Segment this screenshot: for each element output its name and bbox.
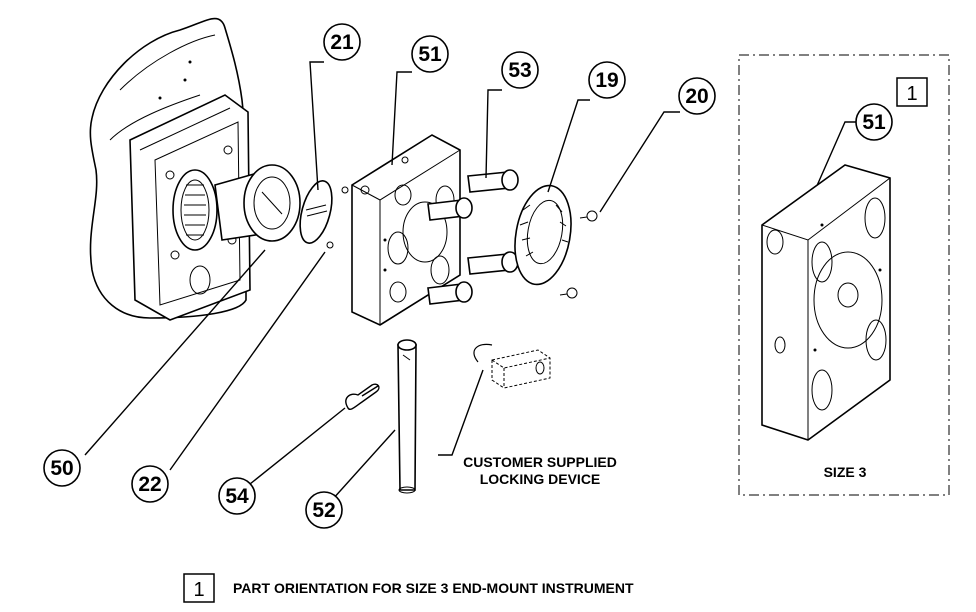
coupling-cylinder bbox=[214, 164, 301, 242]
indicator-dial bbox=[514, 184, 572, 286]
svg-text:1: 1 bbox=[906, 83, 917, 105]
mounting-plate-size3 bbox=[761, 164, 891, 441]
svg-text:54: 54 bbox=[225, 485, 249, 508]
size3-label: SIZE 3 bbox=[824, 464, 867, 480]
customer-supplied-label-line1: CUSTOMER SUPPLIED bbox=[463, 454, 617, 470]
callout-52: 52 bbox=[305, 491, 343, 529]
retaining-clip bbox=[345, 383, 380, 410]
callout-19: 19 bbox=[588, 61, 626, 99]
small-screw bbox=[326, 241, 334, 249]
callout-54: 54 bbox=[218, 477, 256, 515]
svg-text:19: 19 bbox=[595, 69, 618, 92]
callout-53: 53 bbox=[501, 51, 539, 89]
small-screw-2 bbox=[341, 186, 349, 194]
svg-text:22: 22 bbox=[138, 473, 161, 496]
note-flag-number: 1 bbox=[193, 579, 204, 601]
note-flag-box bbox=[183, 573, 215, 603]
callout-22: 22 bbox=[131, 465, 169, 503]
svg-text:51: 51 bbox=[418, 43, 442, 66]
svg-text:52: 52 bbox=[312, 499, 335, 522]
svg-text:51: 51 bbox=[862, 111, 886, 134]
callout-51: 51 bbox=[411, 35, 449, 73]
locking-pin bbox=[397, 339, 417, 494]
indicator-screws bbox=[559, 210, 598, 299]
svg-text:53: 53 bbox=[508, 59, 531, 82]
inset-note-flag: 1 bbox=[896, 77, 928, 107]
svg-text:20: 20 bbox=[685, 85, 708, 108]
bolt-set bbox=[427, 169, 519, 305]
mounting-plate bbox=[351, 134, 461, 326]
padlock-dashed bbox=[473, 343, 551, 389]
leader-lines bbox=[84, 61, 680, 501]
svg-text:50: 50 bbox=[50, 457, 73, 480]
callout-20: 20 bbox=[678, 77, 716, 115]
svg-text:21: 21 bbox=[330, 31, 354, 54]
callout-21: 21 bbox=[323, 23, 361, 61]
note-text: PART ORIENTATION FOR SIZE 3 END-MOUNT IN… bbox=[233, 580, 634, 596]
callout-50: 50 bbox=[43, 449, 81, 487]
size3-inset: 1 51 SIZE 3 bbox=[738, 54, 950, 496]
customer-supplied-label-line2: LOCKING DEVICE bbox=[480, 471, 601, 487]
bottom-note: 1 PART ORIENTATION FOR SIZE 3 END-MOUNT … bbox=[183, 573, 634, 603]
adapter-disc bbox=[299, 180, 333, 244]
actuator-housing bbox=[89, 17, 251, 321]
callout-51-inset: 51 bbox=[855, 103, 893, 141]
